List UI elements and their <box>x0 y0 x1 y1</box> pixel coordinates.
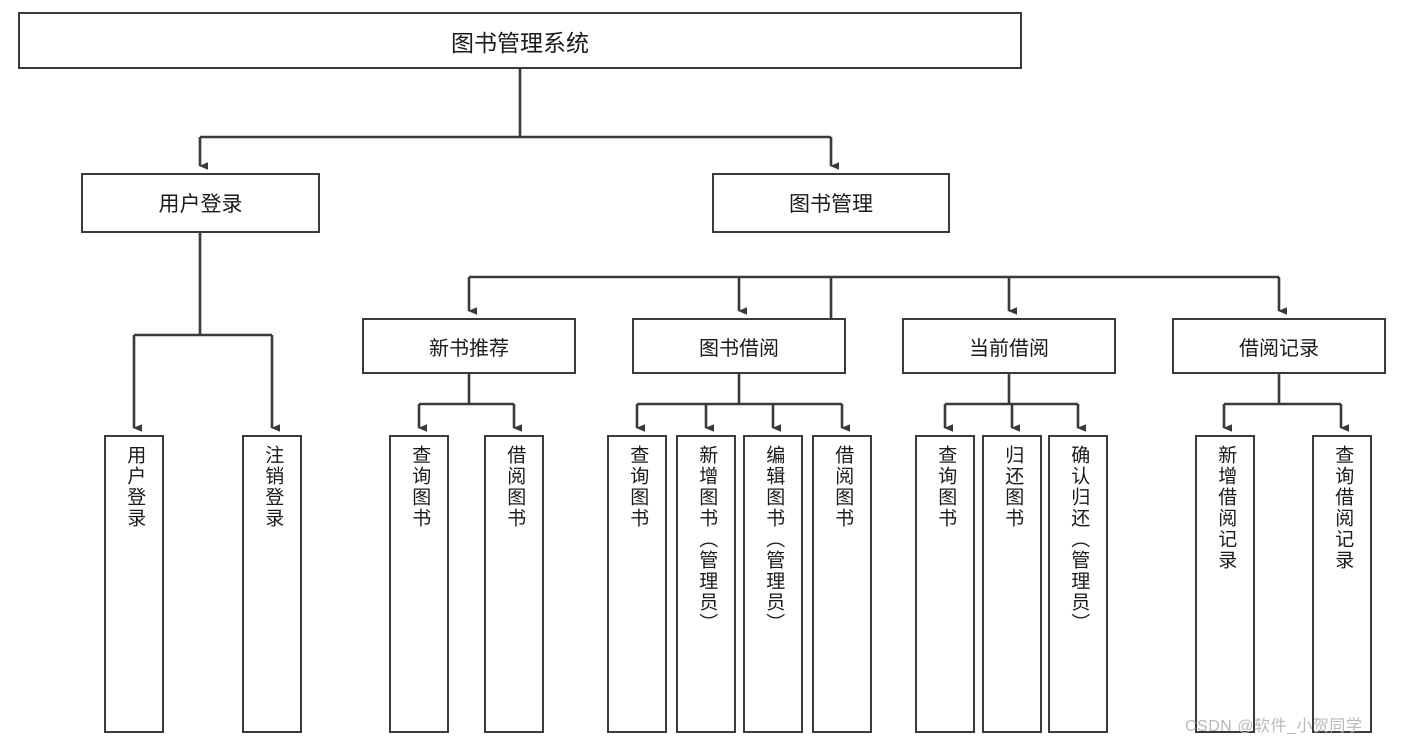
node-borrow-record[interactable]: 借阅记录 <box>1172 318 1386 374</box>
leaf-record-add[interactable]: 新增借阅记录 <box>1195 435 1255 733</box>
leaf-recommend-borrow-book[interactable]: 借阅图书 <box>484 435 544 733</box>
leaf-record-query[interactable]: 查询借阅记录 <box>1312 435 1372 733</box>
leaf-borrow-edit-book-label: 编辑图书（管理员） <box>763 445 785 634</box>
leaf-record-query-label: 查询借阅记录 <box>1332 445 1354 571</box>
leaf-current-query-book-label: 查询图书 <box>935 445 957 529</box>
node-user-login-label: 用户登录 <box>158 193 243 216</box>
leaf-user-login[interactable]: 用户登录 <box>104 435 164 733</box>
leaf-borrow-query-book[interactable]: 查询图书 <box>607 435 667 733</box>
csdn-watermark: CSDN @软件_小贺同学 <box>1185 718 1363 735</box>
node-root[interactable]: 图书管理系统 <box>18 12 1022 69</box>
leaf-user-logout[interactable]: 注销登录 <box>242 435 302 733</box>
leaf-borrow-borrow-book-label: 借阅图书 <box>832 445 854 529</box>
leaf-recommend-query-book-label: 查询图书 <box>409 445 431 529</box>
leaf-current-return-book-label: 归还图书 <box>1002 445 1024 529</box>
node-user-login[interactable]: 用户登录 <box>81 173 320 233</box>
leaf-record-add-label: 新增借阅记录 <box>1215 445 1237 571</box>
node-book-borrow-label: 图书借阅 <box>699 337 779 360</box>
leaf-borrow-add-book-label: 新增图书（管理员） <box>696 445 718 634</box>
leaf-user-login-label: 用户登录 <box>124 445 146 529</box>
leaf-user-logout-label: 注销登录 <box>262 445 284 529</box>
node-borrow-record-label: 借阅记录 <box>1239 337 1319 360</box>
node-book-management-label: 图书管理 <box>789 193 873 216</box>
leaf-current-confirm-return-label: 确认归还（管理员） <box>1068 445 1090 634</box>
node-current-borrow-label: 当前借阅 <box>969 337 1049 360</box>
leaf-borrow-edit-book[interactable]: 编辑图书（管理员） <box>743 435 803 733</box>
leaf-recommend-borrow-book-label: 借阅图书 <box>504 445 526 529</box>
node-current-borrow[interactable]: 当前借阅 <box>902 318 1116 374</box>
leaf-borrow-add-book[interactable]: 新增图书（管理员） <box>676 435 736 733</box>
node-book-borrow[interactable]: 图书借阅 <box>632 318 846 374</box>
leaf-current-confirm-return[interactable]: 确认归还（管理员） <box>1048 435 1108 733</box>
leaf-recommend-query-book[interactable]: 查询图书 <box>389 435 449 733</box>
leaf-current-query-book[interactable]: 查询图书 <box>915 435 975 733</box>
node-book-management[interactable]: 图书管理 <box>712 173 950 233</box>
node-new-book-recommend[interactable]: 新书推荐 <box>362 318 576 374</box>
leaf-borrow-query-book-label: 查询图书 <box>627 445 649 529</box>
leaf-current-return-book[interactable]: 归还图书 <box>982 435 1042 733</box>
node-root-label: 图书管理系统 <box>451 29 589 56</box>
leaf-borrow-borrow-book[interactable]: 借阅图书 <box>812 435 872 733</box>
node-new-book-recommend-label: 新书推荐 <box>429 337 509 360</box>
